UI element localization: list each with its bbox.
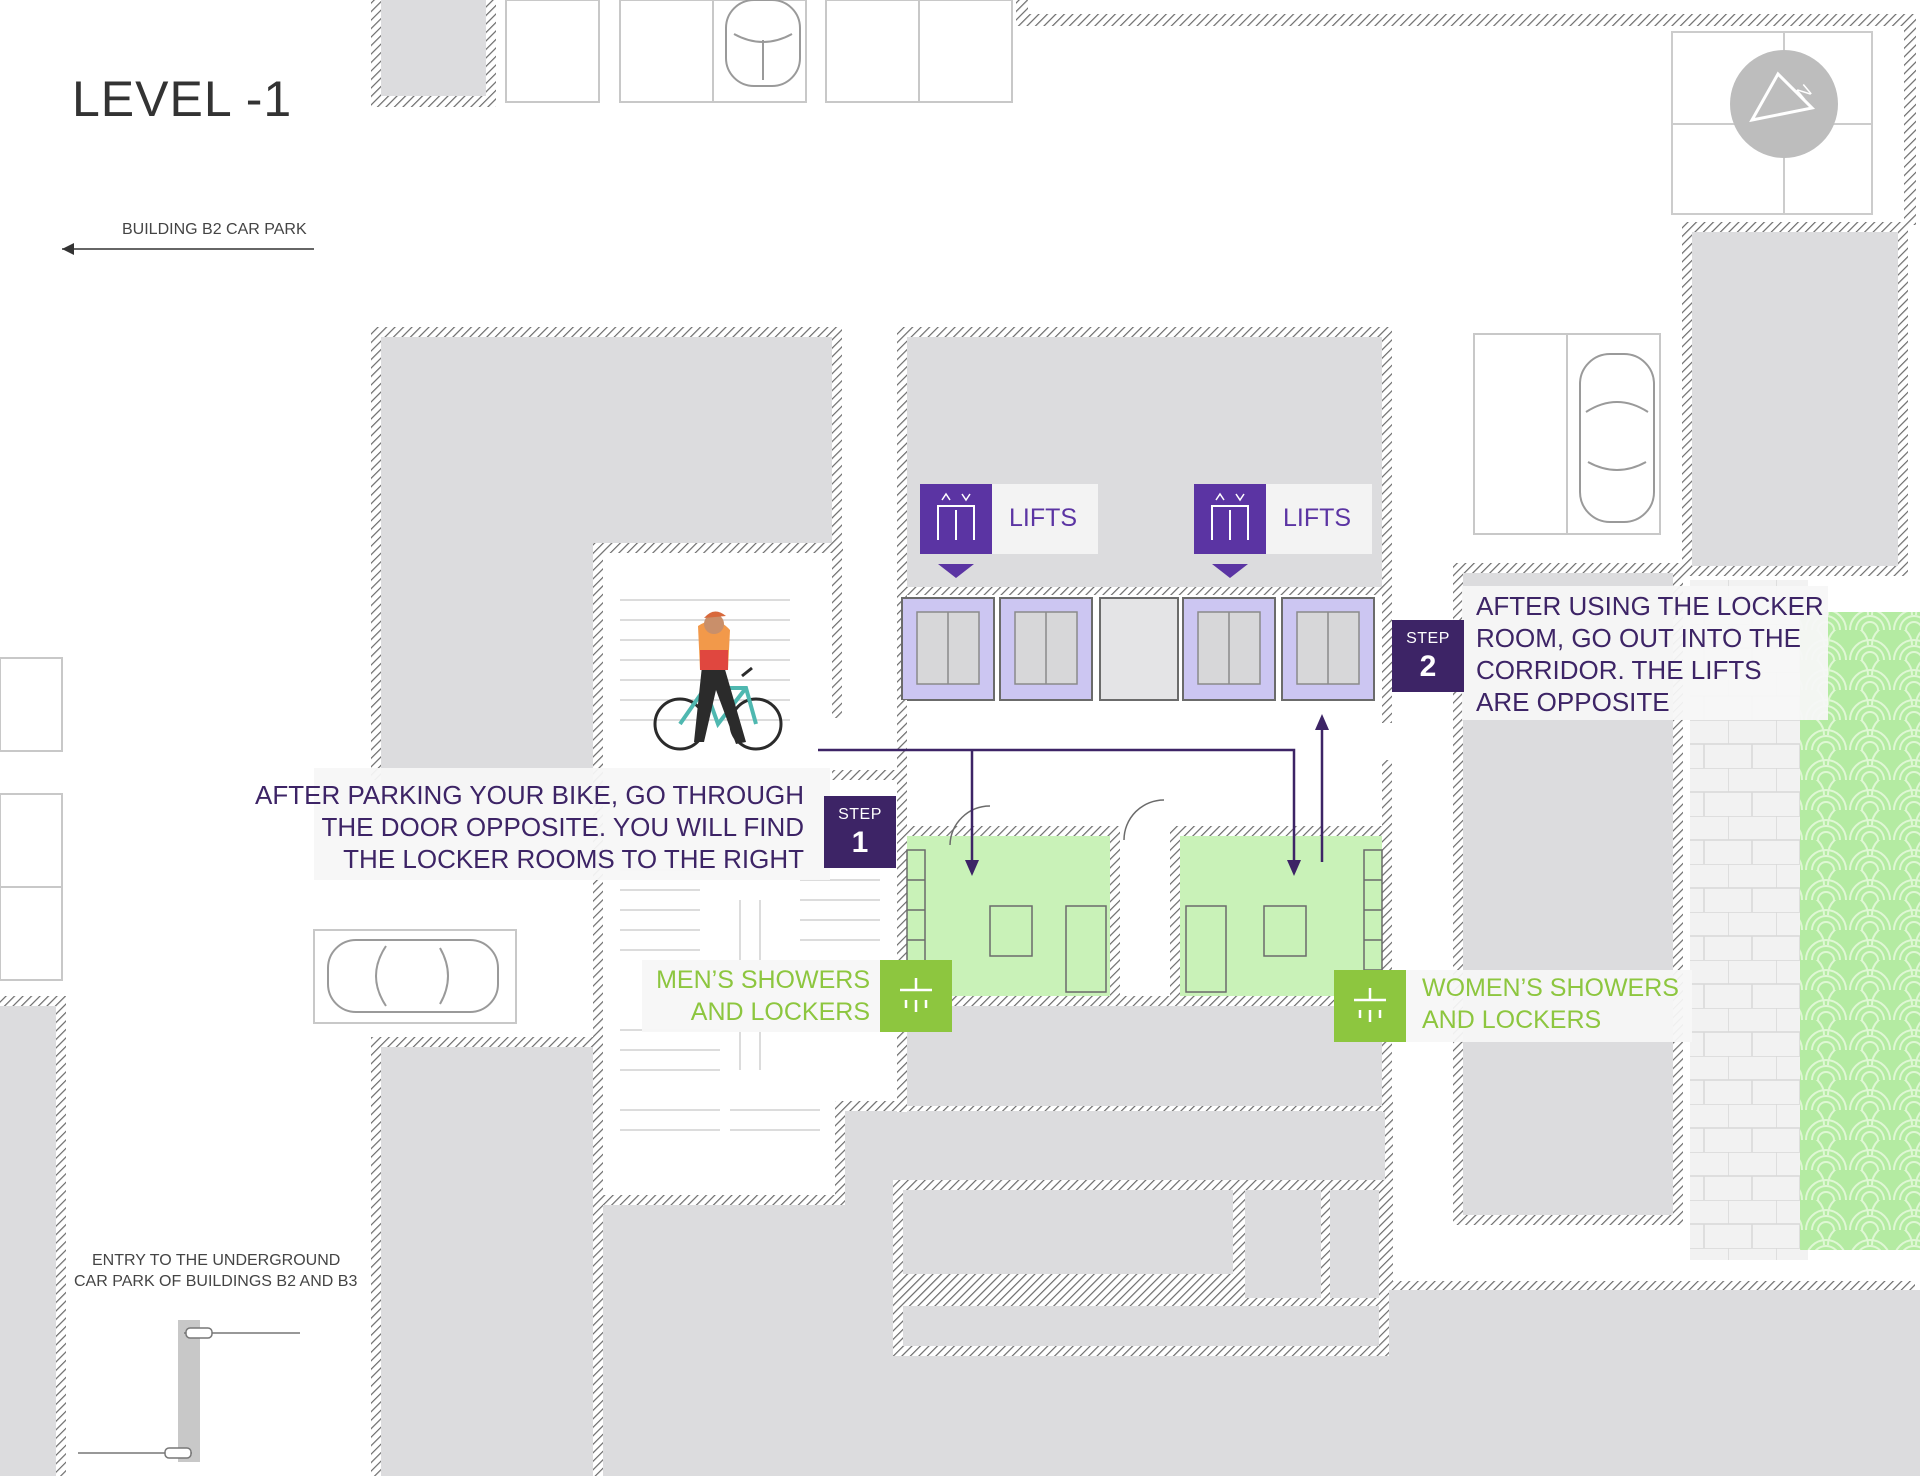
- lift-label-bg: [1266, 484, 1372, 554]
- womens-showers-label-line2: AND LOCKERS: [1422, 1006, 1602, 1034]
- step2-instruction-bg: [1462, 586, 1828, 720]
- step1-heading: STEP: [838, 806, 882, 823]
- step2-instruction-line1: AFTER USING THE LOCKER: [1476, 591, 1824, 621]
- grey-block: [1692, 232, 1898, 566]
- arrow-left-icon: [62, 243, 314, 255]
- parking-bays-top: [505, 0, 1013, 103]
- step1-instruction-line3: THE LOCKER ROOMS TO THE RIGHT: [343, 844, 804, 874]
- wall-top-right: [1016, 0, 1916, 225]
- entry-label-line2: CAR PARK OF BUILDINGS B2 AND B3: [74, 1273, 358, 1290]
- wall-locker-rooms: [902, 996, 1387, 1006]
- mens-showers-label-line2: AND LOCKERS: [690, 998, 870, 1026]
- lifts-label-1: LIFTS: [1009, 504, 1078, 532]
- car-top: [725, 0, 801, 87]
- mens-label-bg: [642, 960, 880, 1032]
- wall-core: [897, 587, 1392, 595]
- wall-corridor: [832, 770, 902, 780]
- shower-icon: [880, 960, 1406, 1042]
- step2-heading: STEP: [1406, 630, 1450, 647]
- cyclist-illustration: [653, 611, 783, 751]
- wall-locker-rooms: [1170, 826, 1180, 1002]
- compass-north-icon: [1730, 50, 1838, 158]
- parking-bays-right: [1473, 333, 1661, 535]
- mens-showers-label-line1: MEN’S SHOWERS: [656, 966, 870, 994]
- car-park-label: BUILDING B2 CAR PARK: [122, 221, 307, 238]
- step2-instruction-line2: ROOM, GO OUT INTO THE: [1476, 623, 1802, 653]
- step1-instruction-bg: [314, 768, 830, 880]
- womens-showers-label-line1: WOMEN’S SHOWERS: [1422, 974, 1679, 1002]
- wall-bike-room: [593, 553, 603, 1213]
- grey-left-top: [381, 337, 832, 790]
- parking-bays-left: [0, 657, 517, 1024]
- grey-block: [381, 1047, 593, 1476]
- level-title: LEVEL -1: [72, 71, 293, 127]
- route-arrows: [818, 728, 1324, 862]
- step2-instruction-line3: CORRIDOR. THE LIFTS: [1476, 655, 1762, 685]
- lifts-label-2: LIFTS: [1283, 504, 1352, 532]
- route-arrowheads: [965, 714, 1329, 876]
- womens-locker-room: [1176, 836, 1382, 996]
- lift-icon: [920, 484, 1266, 578]
- lift-label-bg: [992, 484, 1098, 554]
- entry-barrier-icon: [78, 1320, 300, 1462]
- car-left: [327, 939, 499, 1013]
- step2-instruction-line4: ARE OPPOSITE: [1476, 687, 1670, 717]
- step1-instruction-line1: AFTER PARKING YOUR BIKE, GO THROUGH: [255, 780, 804, 810]
- lift-cars: [901, 597, 1375, 701]
- wall-core: [897, 327, 1392, 337]
- grey-block: [1330, 1190, 1379, 1298]
- wall-corridor: [1382, 760, 1392, 1112]
- wall-locker-rooms: [1110, 826, 1120, 1002]
- step1-instruction-line2: THE DOOR OPPOSITE. YOU WILL FIND: [321, 812, 804, 842]
- car-right: [1579, 353, 1655, 523]
- wall-bike-room: [593, 543, 843, 553]
- grey-block: [381, 0, 486, 96]
- wall-locker-rooms: [902, 826, 1120, 836]
- entry-label-line1: ENTRY TO THE UNDERGROUND: [92, 1252, 341, 1269]
- grey-block: [0, 1006, 56, 1476]
- step1-number: 1: [851, 826, 869, 859]
- step1-badge: STEP 1: [824, 796, 896, 868]
- grey-block: [1245, 1190, 1321, 1298]
- step2-number: 2: [1419, 650, 1437, 683]
- wall-core: [1382, 327, 1392, 723]
- step2-badge: STEP 2: [1392, 620, 1464, 692]
- grey-block: [903, 1306, 1379, 1346]
- wall-core: [897, 327, 907, 715]
- womens-label-bg: [1406, 970, 1692, 1042]
- wall-corridor: [897, 700, 907, 1112]
- wall-locker-rooms: [1170, 826, 1387, 836]
- grey-block: [903, 1190, 1233, 1274]
- grey-below-lockers: [907, 1006, 1382, 1106]
